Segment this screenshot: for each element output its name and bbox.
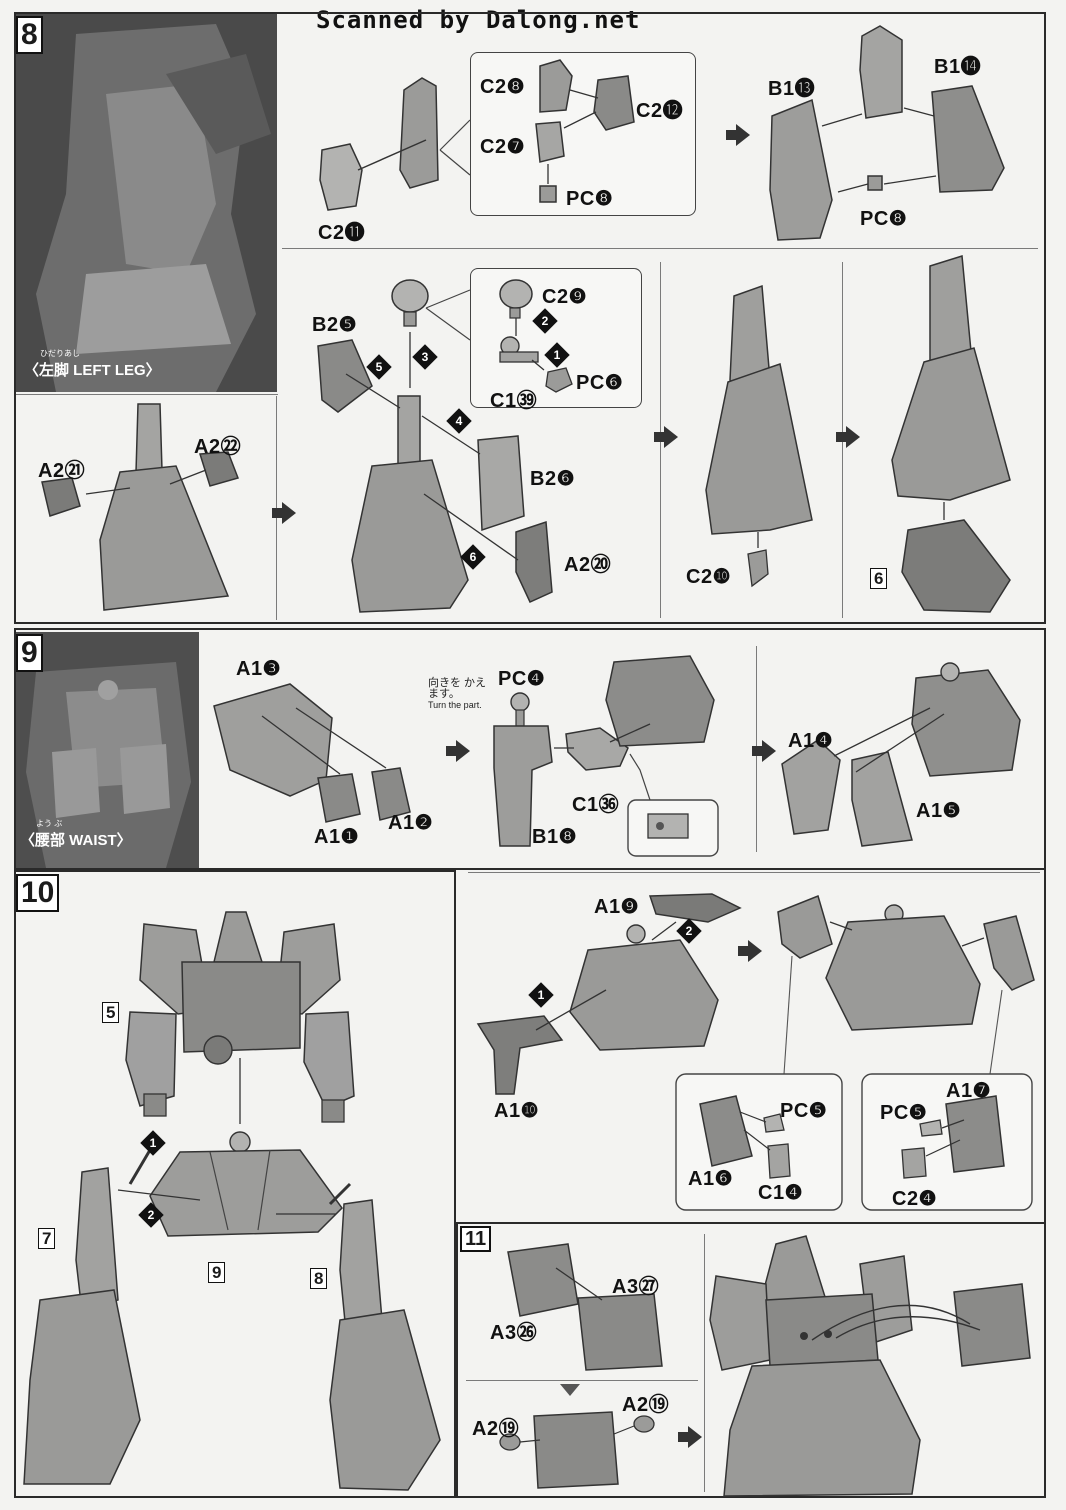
part-pc-8-callout: PC❽ xyxy=(566,188,614,210)
part-a1-7: A1❼ xyxy=(946,1080,991,1102)
left-leg-caption: ひだりあし 〈左脚 LEFT LEG〉 xyxy=(24,348,161,380)
step-9-number: 9 xyxy=(16,634,43,672)
step-10-ref-5: 5 xyxy=(102,1002,120,1023)
part-a1-4: A1❹ xyxy=(788,730,833,752)
left-leg-caption-text: 〈左脚 LEFT LEG〉 xyxy=(24,362,161,379)
part-c1-39: C1㊴ xyxy=(490,390,538,412)
part-a1-10: A1❿ xyxy=(494,1100,539,1122)
left-leg-photo: ひだりあし 〈左脚 LEFT LEG〉 xyxy=(16,14,277,392)
step-9-next-arrow-1 xyxy=(446,740,470,762)
step-9-top-border xyxy=(14,628,1046,630)
part-pc-6: PC❻ xyxy=(576,372,624,394)
part-pc-5-callout-2: PC❺ xyxy=(880,1102,928,1124)
part-c2-7: C2❼ xyxy=(480,136,525,158)
waist-photo-art xyxy=(16,632,199,868)
step-8-top-divider xyxy=(282,248,1038,249)
step-9-frame xyxy=(14,628,1046,870)
step-10-frame xyxy=(14,870,456,1498)
step-9-next-arrow-2 xyxy=(752,740,776,762)
step-8-next-arrow-2 xyxy=(272,502,296,524)
part-pc-8-assembly: PC❽ xyxy=(860,208,908,230)
part-a1-2: A1❷ xyxy=(388,812,433,834)
step-10-number: 10 xyxy=(16,874,60,912)
step-8-order-4: 4 xyxy=(446,408,472,434)
step-8-next-arrow-3 xyxy=(654,426,678,448)
step-8-next-arrow-4 xyxy=(836,426,860,448)
part-c2-8: C2❽ xyxy=(480,76,525,98)
scan-watermark: Scanned by Dalong.net xyxy=(316,6,641,34)
step-10-order-2-right: 2 xyxy=(676,918,702,944)
step-10-ref-7: 7 xyxy=(38,1228,56,1249)
part-a1-1: A1❶ xyxy=(314,826,359,848)
step-8-order-3: 3 xyxy=(412,344,438,370)
part-c2-10: C2❿ xyxy=(686,566,731,588)
step-10-order-2-left: 2 xyxy=(138,1202,164,1228)
part-b2-5: B2❺ xyxy=(312,314,357,336)
part-a1-3: A1❸ xyxy=(236,658,281,680)
step-10-right-divider xyxy=(468,872,1040,873)
step-11-next-arrow xyxy=(678,1426,702,1448)
part-a3-26: A3㉖ xyxy=(490,1322,538,1344)
part-pc-5-callout-1: PC❺ xyxy=(780,1100,828,1122)
turn-part-note-jp: 向きを かえます。 xyxy=(428,677,487,700)
step-10-order-1-right: 1 xyxy=(528,982,554,1008)
part-c1-36: C1㊱ xyxy=(572,794,620,816)
step-10-right-border xyxy=(1044,870,1046,1222)
step-10-next-arrow xyxy=(738,940,762,962)
part-b1-14: B1⓮ xyxy=(934,56,982,78)
turn-part-note-en: Turn the part. xyxy=(428,700,482,710)
turn-part-note: 向きを かえます。 Turn the part. xyxy=(428,678,490,711)
part-a2-19-left: A2⑲ xyxy=(472,1418,520,1440)
part-a1-5: A1❺ xyxy=(916,800,961,822)
waist-caption-ruby: よう ぶ xyxy=(36,819,63,828)
step-10-ref-9: 9 xyxy=(208,1262,226,1283)
step-8-detail-callout-1 xyxy=(470,52,696,216)
step-8-ref-6: 6 xyxy=(870,568,888,589)
step-10-order-1-left: 1 xyxy=(140,1130,166,1156)
part-c2-12: C2⓬ xyxy=(636,100,684,122)
waist-caption: よう ぶ 〈腰部 WAIST〉 xyxy=(20,818,132,850)
part-b1-8: B1❽ xyxy=(532,826,577,848)
part-a2-22: A2㉒ xyxy=(194,436,242,458)
waist-photo: よう ぶ 〈腰部 WAIST〉 xyxy=(16,632,199,868)
step-11-divider xyxy=(704,1234,705,1492)
part-c2-9: C2❾ xyxy=(542,286,587,308)
part-b1-13: B1⓭ xyxy=(768,78,816,100)
step-11-frame xyxy=(456,1222,1046,1498)
part-c2-11: C2⓫ xyxy=(318,222,366,244)
step-11-number: 11 xyxy=(460,1226,492,1252)
part-c1-4: C1❹ xyxy=(758,1182,803,1204)
part-c2-4: C2❹ xyxy=(892,1188,937,1210)
step-8-order-1: 1 xyxy=(544,342,570,368)
step-8-order-5: 5 xyxy=(366,354,392,380)
part-b2-6: B2❻ xyxy=(530,468,575,490)
step-8-next-arrow-1 xyxy=(726,124,750,146)
step-10-ref-8: 8 xyxy=(310,1268,328,1289)
part-a1-9: A1❾ xyxy=(594,896,639,918)
part-a2-21: A2㉑ xyxy=(38,460,86,482)
part-pc-4: PC❹ xyxy=(498,668,546,690)
left-leg-photo-art xyxy=(16,14,277,392)
step-11-left-divider xyxy=(466,1380,698,1381)
left-leg-caption-ruby: ひだりあし xyxy=(40,349,80,358)
part-a1-6: A1❻ xyxy=(688,1168,733,1190)
step-8-order-6: 6 xyxy=(460,544,486,570)
step-8-photo-divider xyxy=(16,394,278,395)
part-a2-20: A2⑳ xyxy=(564,554,612,576)
waist-caption-text: 〈腰部 WAIST〉 xyxy=(20,832,132,849)
step-8-frame xyxy=(14,12,1046,624)
part-a2-19-right: A2⑲ xyxy=(622,1394,670,1416)
part-a3-27: A3㉗ xyxy=(612,1276,660,1298)
step-8-order-2: 2 xyxy=(532,308,558,334)
step-8-number: 8 xyxy=(16,16,43,54)
